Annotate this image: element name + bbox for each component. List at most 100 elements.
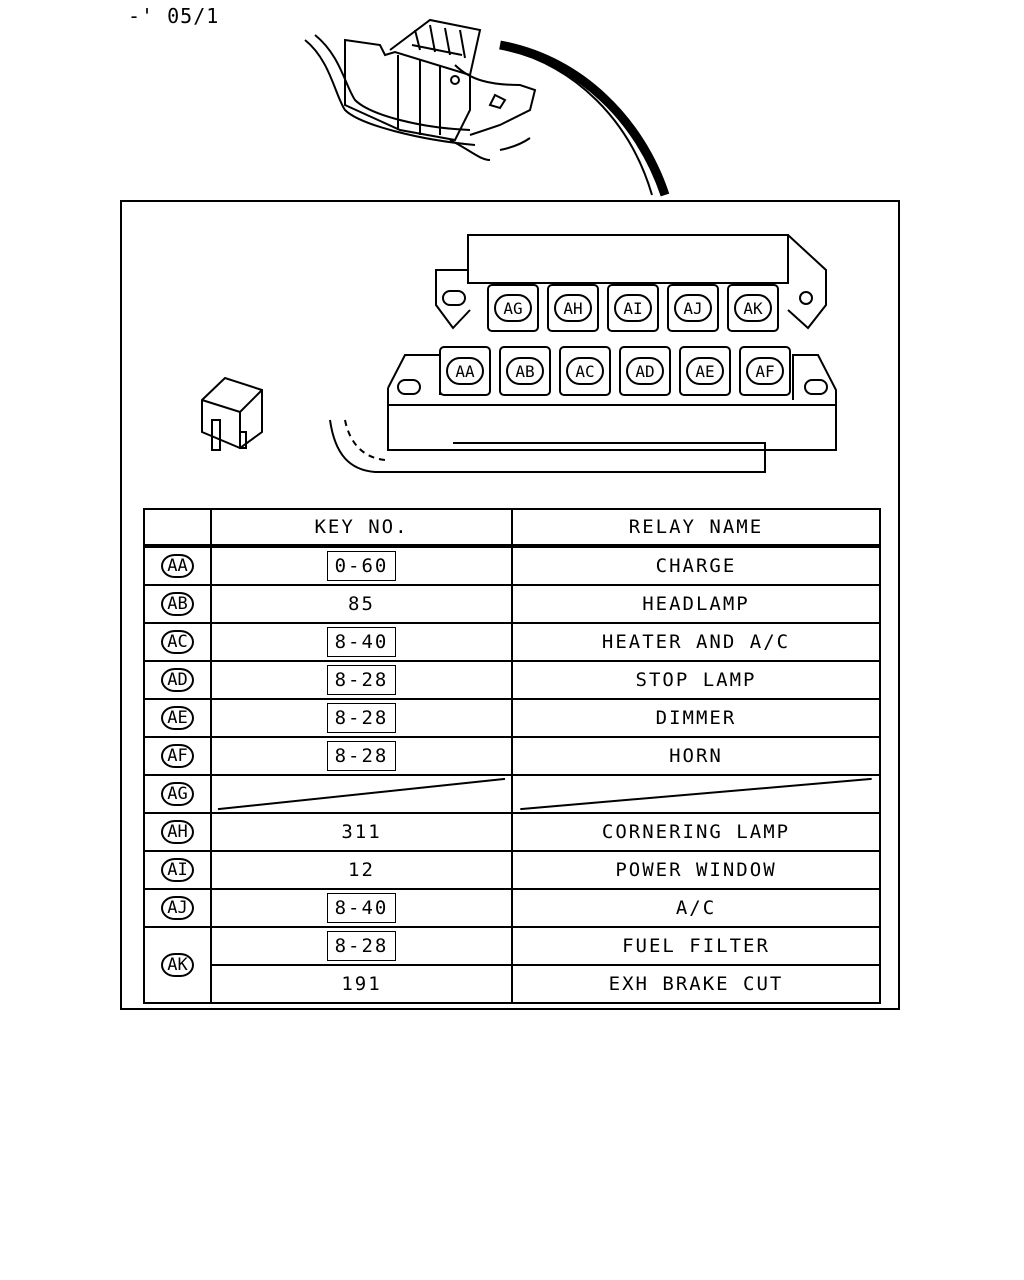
- table-header-row: KEY NO. RELAY NAME: [143, 508, 881, 548]
- key-no-value: 311: [341, 821, 382, 843]
- key-no-value: 8-40: [326, 893, 397, 923]
- relay-code-oval: AD: [161, 668, 194, 692]
- empty-slash-cell: [210, 774, 513, 814]
- relay-code-cell: AB: [143, 584, 212, 624]
- relay-name-cell: A/C: [511, 888, 881, 928]
- relay-socket: [667, 284, 719, 332]
- key-no-value: 8-40: [326, 627, 397, 657]
- socket-code-oval: [686, 357, 724, 385]
- key-no-value: 191: [341, 973, 382, 995]
- key-no-cell: 8-40: [210, 888, 513, 928]
- socket-code-oval: [674, 294, 712, 322]
- socket-code-oval: [734, 294, 772, 322]
- relay-name-cell: DIMMER: [511, 698, 881, 738]
- socket-code-oval: [446, 357, 484, 385]
- relay-code-cell: AF: [143, 736, 212, 776]
- key-no-value: 8-28: [326, 665, 397, 695]
- key-no-cell: 8-28: [210, 736, 513, 776]
- socket-code-label: AK: [743, 299, 763, 318]
- relay-socket: [559, 346, 611, 396]
- relay-code-oval: AH: [161, 820, 194, 844]
- relay-code-oval: AE: [161, 706, 194, 730]
- relay-socket: [727, 284, 779, 332]
- key-no-value: 85: [348, 593, 375, 615]
- relay-socket: [499, 346, 551, 396]
- table-row: AB 85 HEADLAMP: [143, 584, 881, 624]
- socket-code-label: AC: [575, 362, 594, 381]
- socket-code-label: AI: [623, 299, 642, 318]
- relay-socket: [619, 346, 671, 396]
- key-no-cell: 191: [210, 964, 513, 1004]
- key-no-cell: 311: [210, 812, 513, 852]
- relay-name-cell: EXH BRAKE CUT: [511, 964, 881, 1004]
- table-row: 191 EXH BRAKE CUT: [144, 964, 881, 1004]
- relay-code-cell: AE: [143, 698, 212, 738]
- relay-socket: [487, 284, 539, 332]
- socket-code-label: AD: [635, 362, 654, 381]
- socket-code-oval: [554, 294, 592, 322]
- relay-code-oval: AJ: [161, 896, 194, 920]
- socket-code-label: AJ: [683, 299, 702, 318]
- slash-line: [212, 776, 511, 812]
- relay-socket: [607, 284, 659, 332]
- key-no-cell: 0-60: [210, 545, 513, 586]
- harness-location-sketch: [304, 18, 537, 161]
- socket-code-label: AE: [695, 362, 714, 381]
- relay-code-oval: AA: [161, 554, 194, 578]
- relay-code-oval: AK: [161, 953, 194, 977]
- relay-socket: [679, 346, 731, 396]
- page-reference-label: -' 05/1: [128, 4, 220, 28]
- relay-socket: [739, 346, 791, 396]
- key-no-value: 8-28: [326, 703, 397, 733]
- table-row: AI 12 POWER WINDOW: [143, 850, 881, 890]
- table-row: AJ 8-40 A/C: [143, 888, 881, 928]
- relay-code-oval: AB: [161, 592, 194, 616]
- relay-name-cell: HEATER AND A/C: [511, 622, 881, 662]
- socket-code-oval: [626, 357, 664, 385]
- key-no-value: 0-60: [326, 551, 397, 581]
- key-no-cell: 12: [210, 850, 513, 890]
- relay-name-cell: HEADLAMP: [511, 584, 881, 624]
- key-no-value: 8-28: [326, 741, 397, 771]
- diagram-frame: [120, 200, 900, 1010]
- top-relay-row-outline: [435, 234, 827, 330]
- relay-name-cell: POWER WINDOW: [511, 850, 881, 890]
- relay-socket: [439, 346, 491, 396]
- socket-code-label: AB: [515, 362, 534, 381]
- key-no-cell: 8-40: [210, 622, 513, 662]
- relay-table: KEY NO. RELAY NAME AA 0-60 CHARGE AB 85 HEADL…: [143, 508, 881, 1004]
- relay-code-cell: AI: [143, 850, 212, 890]
- empty-slash-cell: [511, 774, 881, 814]
- header-code: [143, 508, 212, 548]
- key-no-cell: 8-28: [210, 660, 513, 700]
- socket-code-oval: [566, 357, 604, 385]
- table-row: AA 0-60 CHARGE: [143, 545, 881, 586]
- socket-code-oval: [614, 294, 652, 322]
- relay-name-cell: FUEL FILTER: [511, 926, 881, 966]
- relay-name-cell: CHARGE: [511, 545, 881, 586]
- header-relay-name: RELAY NAME: [511, 508, 881, 548]
- socket-code-oval: [506, 357, 544, 385]
- relay-code-cell: AA: [143, 545, 212, 586]
- socket-code-label: AH: [563, 299, 582, 318]
- table-row: AC 8-40 HEATER AND A/C: [143, 622, 881, 662]
- relay-code-oval: AF: [161, 744, 194, 768]
- socket-code-label: AG: [503, 299, 522, 318]
- relay-name-cell: STOP LAMP: [511, 660, 881, 700]
- relay-code-oval: AC: [161, 630, 194, 654]
- table-row: AF 8-28 HORN: [143, 736, 881, 776]
- relay-code-cell: AJ: [143, 888, 212, 928]
- relay-name-cell: HORN: [511, 736, 881, 776]
- relay-code-cell: AD: [143, 660, 212, 700]
- socket-code-oval: [494, 294, 532, 322]
- table-row: AE 8-28 DIMMER: [143, 698, 881, 738]
- relay-icon: [201, 376, 263, 451]
- key-no-value: 12: [348, 859, 375, 881]
- relay-socket: [547, 284, 599, 332]
- key-no-cell: 85: [210, 584, 513, 624]
- header-key-no: KEY NO.: [210, 508, 513, 548]
- table-row: AD 8-28 STOP LAMP: [143, 660, 881, 700]
